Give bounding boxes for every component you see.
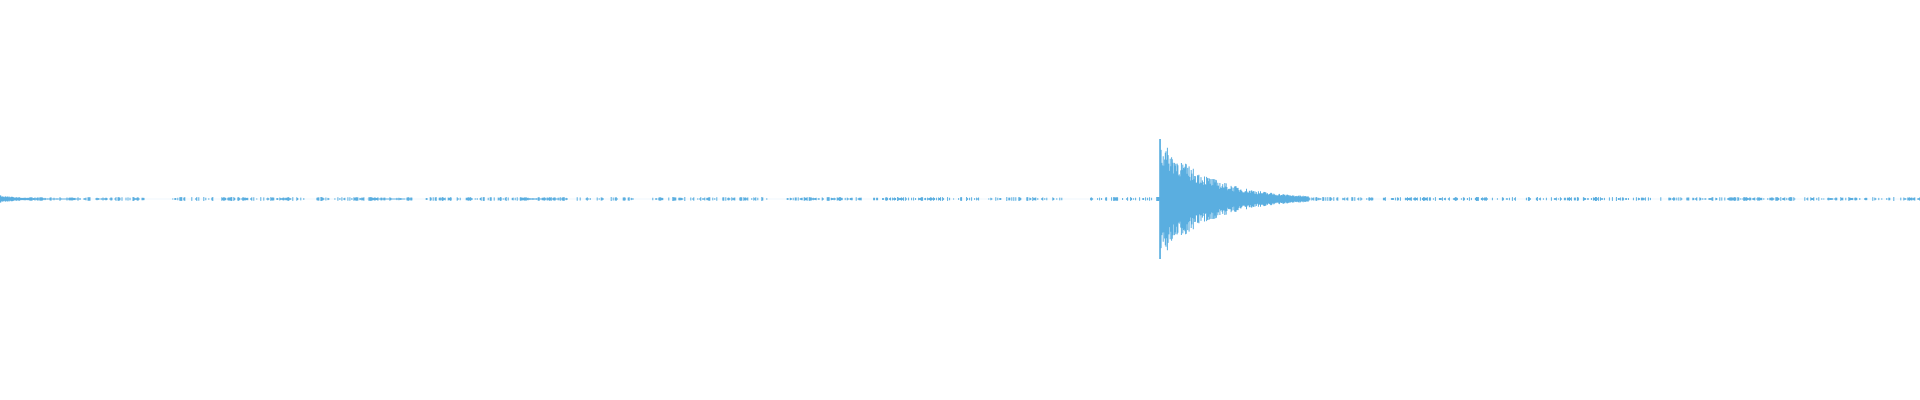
waveform-noise-segment [172,197,305,201]
waveform-burst [367,197,406,201]
waveform-noise-segment [1660,197,1796,201]
waveform-noise-segment [1804,197,1920,201]
waveform-burst [0,195,81,203]
waveform-burst [516,197,567,201]
waveform-noise-segment [1090,197,1153,201]
waveform-trace [0,139,1920,259]
waveform-noise-segment [1525,197,1651,201]
waveform-noise-segment [1382,197,1516,201]
waveform-noise-segment [988,197,1063,201]
waveform-noise-segment [873,197,980,201]
waveform-noise-segment [786,197,862,201]
waveform-burst [1156,139,1310,259]
waveform-noise-segment [652,197,768,201]
